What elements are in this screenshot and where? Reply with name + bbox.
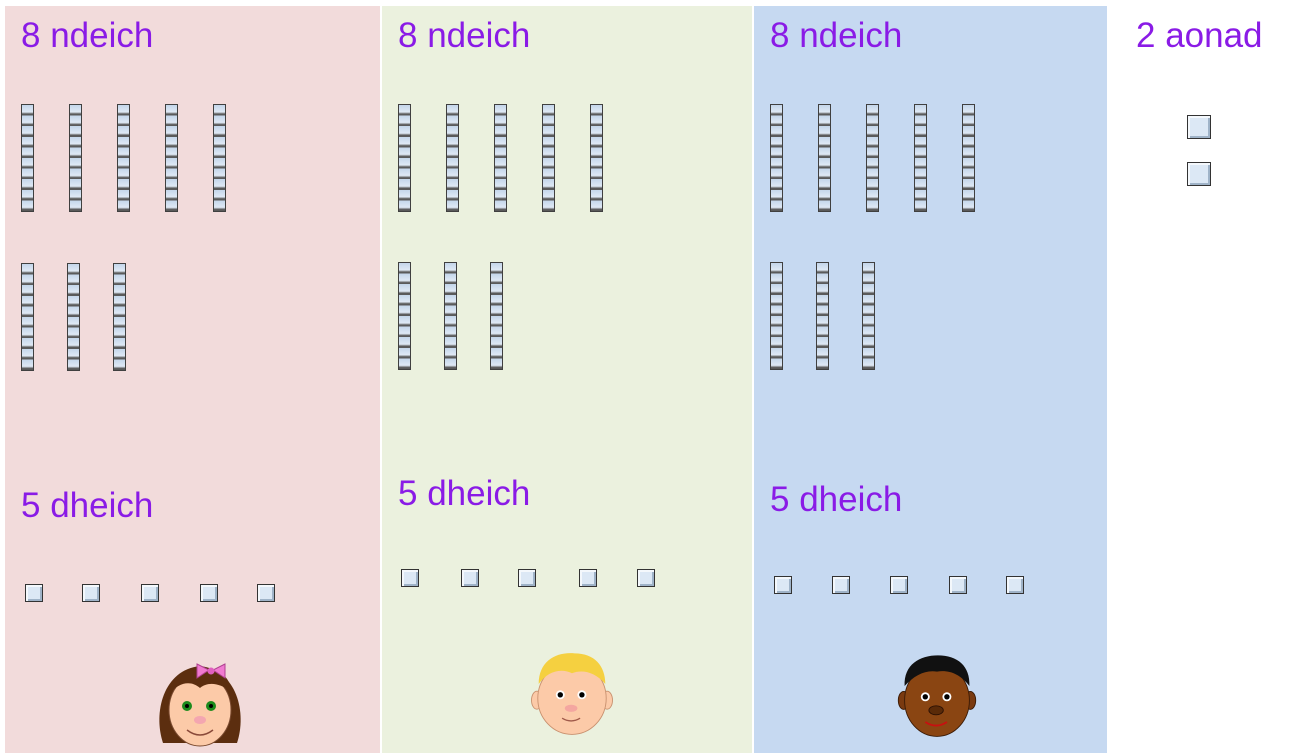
- unit-cube: [1006, 576, 1024, 594]
- tens-rod: [914, 104, 927, 212]
- tens-rod: [490, 262, 503, 370]
- unit-cube: [832, 576, 850, 594]
- tens-rod: [113, 263, 126, 371]
- tens-count-label: 8 ndeich: [398, 18, 530, 53]
- unit-cube: [518, 569, 536, 587]
- tens-rod: [770, 104, 783, 212]
- unit-cube: [401, 569, 419, 587]
- tens-rod: [494, 104, 507, 212]
- hundreds-column-3: 8 ndeich 5 dheich: [754, 6, 1107, 753]
- tens-rod: [866, 104, 879, 212]
- unit-cube: [461, 569, 479, 587]
- hundreds-column-2: 8 ndeich 5 dheich: [382, 6, 752, 753]
- unit-cube: [579, 569, 597, 587]
- tens-rod: [862, 262, 875, 370]
- tens-rod: [67, 263, 80, 371]
- tens-rod: [962, 104, 975, 212]
- unit-cube: [257, 584, 275, 602]
- tens-result-label: 5 dheich: [21, 488, 153, 523]
- tens-rod: [69, 104, 82, 212]
- unit-cube: [25, 584, 43, 602]
- ones-count-label: 2 aonad: [1136, 18, 1263, 53]
- tens-count-label: 8 ndeich: [21, 18, 153, 53]
- unit-cube: [200, 584, 218, 602]
- unit-cube: [637, 569, 655, 587]
- unit-cube: [949, 576, 967, 594]
- tens-rod: [213, 104, 226, 212]
- tens-rod: [444, 262, 457, 370]
- boy-face-icon: [882, 650, 992, 740]
- tens-rod: [770, 262, 783, 370]
- boy-face-icon: [517, 648, 627, 738]
- tens-count-label: 8 ndeich: [770, 18, 902, 53]
- unit-cube: [141, 584, 159, 602]
- tens-rod: [21, 104, 34, 212]
- tens-rod: [21, 263, 34, 371]
- unit-cube: [1187, 115, 1211, 139]
- unit-cube: [890, 576, 908, 594]
- tens-result-label: 5 dheich: [398, 476, 530, 511]
- unit-cube: [82, 584, 100, 602]
- tens-rod: [398, 104, 411, 212]
- tens-result-label: 5 dheich: [770, 482, 902, 517]
- tens-rod: [816, 262, 829, 370]
- tens-rod: [398, 262, 411, 370]
- tens-rod: [818, 104, 831, 212]
- tens-rod: [542, 104, 555, 212]
- tens-rod: [590, 104, 603, 212]
- unit-cube: [774, 576, 792, 594]
- unit-cube: [1187, 162, 1211, 186]
- tens-rod: [446, 104, 459, 212]
- tens-rod: [117, 104, 130, 212]
- hundreds-column-1: 8 ndeich 5 dheich: [5, 6, 380, 753]
- girl-face-icon: [145, 658, 255, 748]
- tens-rod: [165, 104, 178, 212]
